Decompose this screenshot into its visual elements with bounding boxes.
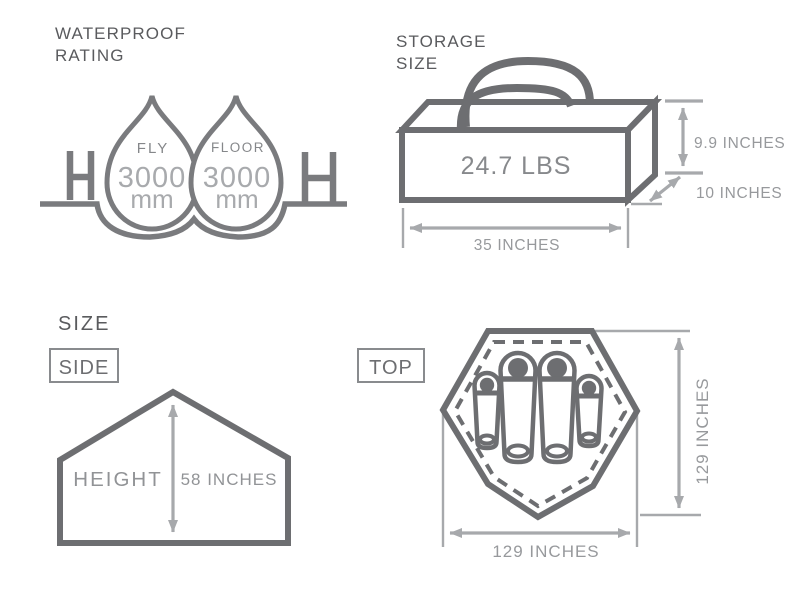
bag-handle-back-icon [461, 56, 594, 128]
side-label-box [49, 348, 119, 383]
floor-width-value: 129 INCHES [492, 542, 599, 561]
fly-rating-unit: mm [130, 184, 173, 214]
bag-height-value: 9.9 INCHES [694, 135, 785, 152]
tent-height-label: HEIGHT [73, 468, 162, 491]
bag-front-face [399, 127, 631, 203]
storage-size-section: STORAGE SIZE 24.7 LBS 9.9 INCHES 10 INCH… [395, 32, 785, 254]
left-h-marker [66, 151, 95, 200]
depth-dimension-arrow [649, 175, 681, 203]
floor-rating-unit: mm [215, 184, 258, 214]
floor-depth-value: 129 INCHES [693, 377, 712, 484]
bag-width-value: 35 INCHES [474, 237, 560, 254]
waterproof-title-line1: WATERPROOF [55, 24, 186, 43]
waterproof-rating-section: WATERPROOF RATING FLY 3000 mm FLOOR 3000… [40, 24, 347, 240]
side-label: SIDE [59, 357, 110, 379]
storage-title-line1: STORAGE [396, 32, 487, 51]
sleeping-bag-large-left-icon [498, 350, 538, 465]
right-h-marker [301, 152, 337, 203]
floor-label: FLOOR [211, 140, 265, 155]
fly-rating-value: 3000 [118, 162, 187, 194]
size-title: SIZE [58, 313, 110, 335]
size-top-section: TOP [357, 328, 712, 561]
fly-droplet-icon [104, 95, 200, 232]
sleeping-bag-small-left-icon [472, 370, 502, 451]
bag-depth-value: 10 INCHES [696, 185, 782, 202]
sleeping-bag-large-right-icon [537, 350, 577, 465]
bag-handle-front-icon [456, 83, 575, 132]
bag-weight-value: 24.7 LBS [461, 152, 572, 180]
floor-rating-value: 3000 [203, 162, 272, 194]
waterproof-title-line2: RATING [55, 46, 125, 65]
floor-droplet-icon [188, 95, 284, 232]
bag-top-face [395, 99, 663, 133]
top-label: TOP [369, 357, 413, 379]
tent-height-value: 58 INCHES [181, 470, 278, 489]
tent-floorplan-inner-dashed [452, 340, 628, 509]
sleeping-bag-small-right-icon [574, 373, 604, 449]
storage-title-line2: SIZE [396, 54, 438, 73]
water-baseline [40, 201, 347, 240]
size-side-section: SIZE SIDE HEIGHT 58 INCHES [49, 313, 291, 546]
top-label-box [357, 348, 425, 383]
fly-label: FLY [137, 140, 169, 157]
